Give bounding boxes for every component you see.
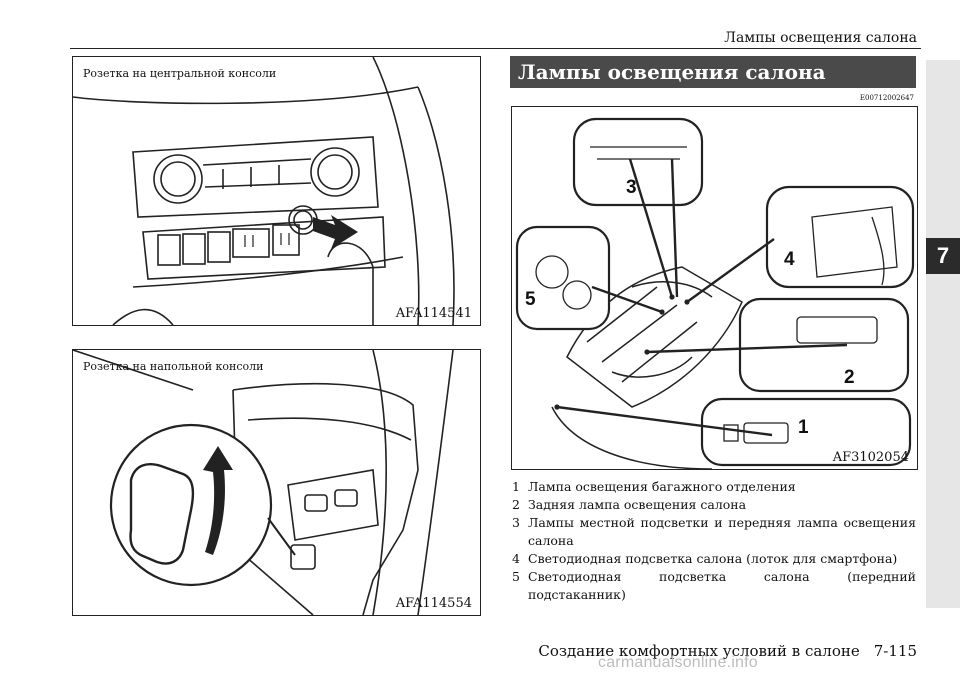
footer-section-title: Создание комфортных условий в салоне xyxy=(538,642,860,660)
callout-1: 1 xyxy=(798,417,809,438)
legend-num: 5 xyxy=(512,569,520,584)
callout-2: 2 xyxy=(844,367,855,388)
legend-text: Лампы местной подсветки и передняя лампа… xyxy=(528,515,916,548)
section-code: E00712002647 xyxy=(859,94,914,102)
legend-item: 2 Задняя лампа освещения салона xyxy=(512,496,916,514)
legend-num: 4 xyxy=(512,551,520,566)
legend-list: 1 Лампа освещения багажного отделения 2 За… xyxy=(512,478,916,604)
interior-lamps-illustration: 1 2 3 4 5 xyxy=(515,117,915,469)
callout-3: 3 xyxy=(626,177,637,198)
page-number: 7-115 xyxy=(873,642,917,660)
legend-text: Светодиодная подсветка салона (передний … xyxy=(528,569,916,602)
figure-floor-console: Розетка на напольной консоли AFA114554 xyxy=(72,349,481,616)
floor-console-illustration xyxy=(73,350,454,615)
figure-code: AF3102054 xyxy=(832,450,909,465)
legend-num: 2 xyxy=(512,497,520,512)
legend-item: 4 Светодиодная подсветка салона (лоток дл… xyxy=(512,550,916,568)
legend-text: Светодиодная подсветка салона (лоток для… xyxy=(528,551,898,566)
legend-num: 1 xyxy=(512,479,520,494)
header-rule xyxy=(70,48,921,49)
callout-5: 5 xyxy=(525,289,536,310)
watermark: carmanualsonline.info xyxy=(598,654,758,671)
callout-4: 4 xyxy=(784,249,795,270)
legend-item: 1 Лампа освещения багажного отделения xyxy=(512,478,916,496)
figure-caption: Розетка на напольной консоли xyxy=(83,360,264,373)
running-header: Лампы освещения салона xyxy=(724,30,917,46)
figure-caption: Розетка на центральной консоли xyxy=(83,67,277,80)
legend-item: 3 Лампы местной подсветки и передняя ламп… xyxy=(512,514,916,550)
legend-item: 5 Светодиодная подсветка салона (передний… xyxy=(512,568,916,604)
legend-num: 3 xyxy=(512,515,520,530)
legend-text: Лампа освещения багажного отделения xyxy=(528,479,796,494)
page-footer: Создание комфортных условий в салоне 7-11… xyxy=(538,642,917,660)
legend-text: Задняя лампа освещения салона xyxy=(528,497,747,512)
center-console-illustration xyxy=(73,57,455,325)
figure-center-console: Розетка на центральной консоли AFA114541 xyxy=(72,56,481,326)
chapter-tab[interactable]: 7 xyxy=(926,238,960,274)
figure-code: AFA114541 xyxy=(395,306,472,321)
section-title: Лампы освещения салона xyxy=(510,56,916,88)
chapter-side-band xyxy=(926,60,960,608)
figure-interior-lamps: 1 2 3 4 5 AF3102054 xyxy=(511,106,918,470)
figure-code: AFA114554 xyxy=(395,596,472,611)
